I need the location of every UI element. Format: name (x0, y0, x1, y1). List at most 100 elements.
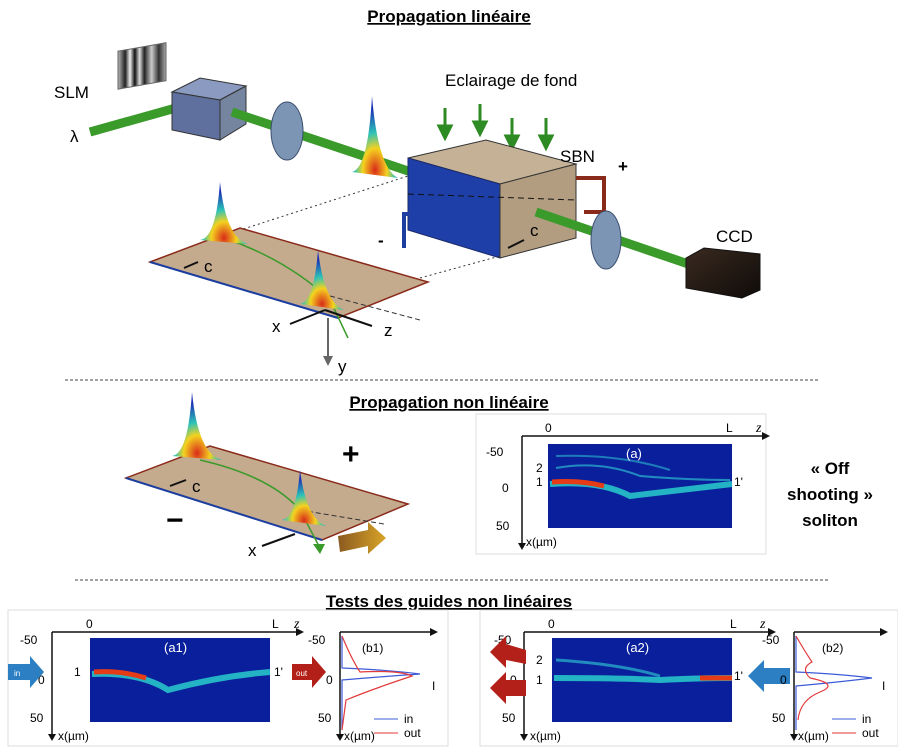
ccd-camera (685, 247, 761, 299)
axis-x-label: x (272, 317, 281, 336)
in-arrow-a2 (748, 660, 790, 692)
plot-a2: (a2) 0 L z -50 0 50 2 1 1' x(µm) (479, 609, 898, 747)
plot-a2-mark-1prime: 1' (734, 669, 743, 683)
nonlinear-peak-2 (282, 470, 326, 526)
plot-b2-ytick-3: 50 (772, 711, 786, 725)
plot-a1-ytick-2: 0 (38, 673, 45, 687)
b1-out-curve (341, 635, 414, 731)
b2-out-curve (795, 635, 829, 721)
nonlinear-c-label: c (192, 477, 201, 496)
out-arrow-b1-label: out (296, 669, 308, 678)
illumination-arrows (436, 104, 555, 152)
plot-b1-ytick-2: 0 (326, 673, 333, 687)
slm-label: SLM (54, 83, 89, 102)
plot-a2-yaxis: x(µm) (530, 729, 561, 743)
plot-a1-xL: L (272, 617, 279, 631)
minus-sign-label: - (378, 231, 384, 250)
plot-a1-xaxis: z (293, 617, 300, 632)
plot-a-mark-2: 2 (536, 461, 543, 475)
sbn-label: SBN (560, 147, 595, 166)
plot-b1-ytick-1: -50 (308, 633, 326, 647)
lens-2 (590, 210, 622, 270)
axis-y-label: y (338, 357, 347, 376)
slm-device (117, 42, 167, 90)
c-axis-label-crystal: c (530, 221, 539, 240)
plot-a-mark-1prime: 1' (734, 475, 743, 489)
plot-a-ytick-2: 0 (502, 481, 509, 495)
plot-b1: out (b1) -50 0 50 I x(µm) in out (292, 628, 438, 743)
electrode-plus (576, 176, 606, 214)
plot-a-ytick-3: 50 (496, 519, 510, 533)
plot-a1-yaxis: x(µm) (58, 729, 89, 743)
in-arrow-a1 (8, 656, 44, 688)
out-arrow-b1 (292, 656, 326, 688)
nonlinear-sketch: + − c x (123, 392, 411, 560)
electrode-minus (402, 212, 410, 248)
out-arrow-a2-upper (490, 636, 526, 668)
beam-to-lens (230, 107, 422, 180)
in-arrow-a1-label: in (14, 669, 20, 678)
plot-a2-mark-2: 2 (536, 653, 543, 667)
nonlinear-x-label: x (248, 541, 257, 560)
plot-a-ytick-1: -50 (486, 445, 504, 459)
shooting-arrow (338, 522, 386, 554)
caption-line-2: shooting » (787, 485, 873, 504)
plot-b2-legend-in: in (862, 712, 871, 726)
plot-a2-ytick-3: 50 (502, 711, 516, 725)
plot-a-tag: (a) (626, 446, 642, 461)
nonlinear-minus-label: − (166, 504, 184, 537)
axis-z-label: z (384, 321, 393, 340)
plot-b1-yaxis: x(µm) (344, 729, 375, 743)
title-linear-propagation: Propagation linéaire (367, 7, 530, 26)
plot-a-x0: 0 (545, 421, 552, 435)
out-arrow-a2-lower (490, 672, 526, 704)
plot-b2-tag: (b2) (822, 641, 843, 655)
beam-profile-peak-2 (200, 182, 248, 244)
plot-a1-tag: (a1) (164, 640, 187, 655)
plot-a-xL: L (726, 421, 733, 435)
plot-a1-ytick-1: -50 (20, 633, 38, 647)
plot-b1-legend-in: in (404, 712, 413, 726)
ccd-label: CCD (716, 227, 753, 246)
b2-in-curve (795, 636, 873, 730)
plot-b2-ytick-2: 0 (780, 673, 787, 687)
plot-b2-legend-out: out (862, 726, 879, 740)
plot-a1-map (90, 638, 270, 722)
plot-a2-tag: (a2) (626, 640, 649, 655)
plot-a2-xL: L (730, 617, 737, 631)
plot-a1-x0: 0 (86, 617, 93, 631)
plot-a1: (a1) 0 L z -50 0 50 1 1' x(µm) in (7, 609, 449, 747)
plot-b2-ytick-1: -50 (762, 633, 780, 647)
caption-line-1: « Off (811, 459, 850, 478)
plot-a: (a) 0 L z -50 0 50 2 1 1' x(µm) (475, 413, 770, 555)
c-axis-label-plane: c (204, 257, 213, 276)
beam-profile-peak-1 (352, 96, 398, 178)
title-nonlinear-propagation: Propagation non linéaire (349, 393, 548, 412)
plot-b2-yaxis: x(µm) (798, 729, 829, 743)
plot-a1-mark-1prime: 1' (274, 665, 283, 679)
plot-b2-iaxis: I (882, 679, 885, 693)
plot-b1-legend-out: out (404, 726, 421, 740)
plot-a2-mark-1: 1 (536, 673, 543, 687)
plot-a1-mark-1: 1 (74, 665, 81, 679)
nonlinear-plus-label: + (342, 438, 360, 471)
background-illumination-label: Eclairage de fond (445, 71, 577, 90)
plot-b1-tag: (b1) (362, 641, 383, 655)
lambda-label: λ (70, 127, 79, 146)
plot-a2-x0: 0 (548, 617, 555, 631)
experimental-setup: λ SLM Eclairage de fond + - SBN c (54, 42, 761, 376)
plot-b1-iaxis: I (432, 679, 435, 693)
lens-1 (270, 101, 304, 161)
plot-b2: (b2) -50 0 50 I x(µm) in out (762, 628, 888, 743)
plus-sign-label: + (618, 157, 628, 176)
plot-a-yaxis: x(µm) (526, 535, 557, 549)
plot-b1-ytick-3: 50 (318, 711, 332, 725)
caption-line-3: soliton (802, 511, 858, 530)
plot-a-mark-1: 1 (536, 475, 543, 489)
plot-a-xaxis: z (755, 421, 762, 436)
b1-in-curve (341, 636, 421, 730)
zoom-plane (147, 227, 431, 319)
plot-a2-xaxis: z (759, 617, 766, 632)
title-nonlinear-guide-tests: Tests des guides non linéaires (326, 592, 572, 611)
nonlinear-peak-1 (172, 392, 222, 460)
